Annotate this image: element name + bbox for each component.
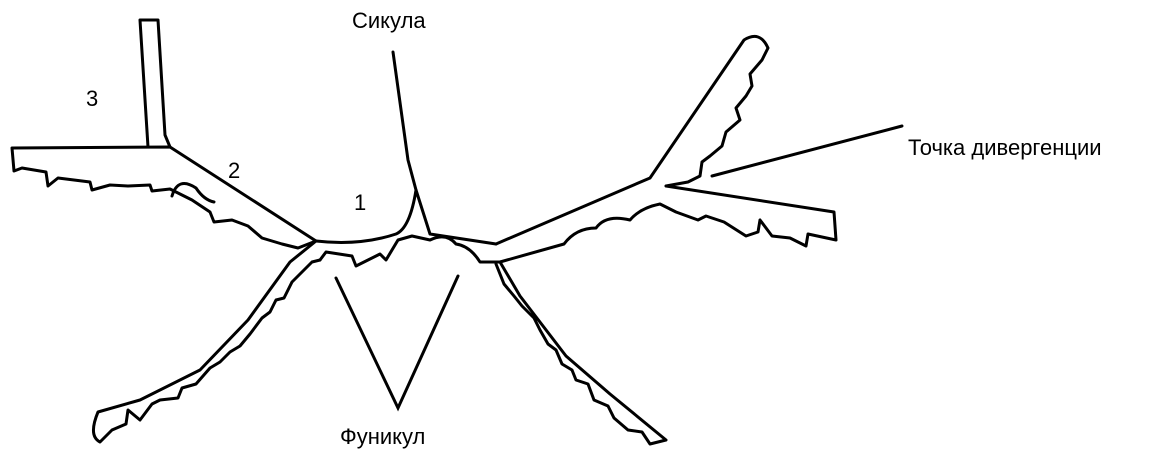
order-3-label: 3 [86, 88, 98, 110]
sicula-line [393, 52, 416, 190]
stipe-lower-left [93, 241, 320, 442]
stipe-right [500, 186, 836, 262]
stipe-upper-right [496, 36, 768, 244]
funiculus-label: Фуникул [340, 426, 425, 448]
funiculus-pointer [336, 276, 458, 408]
order-1-label: 1 [354, 192, 366, 214]
stipe-vertical [140, 20, 170, 147]
order-2-label: 2 [228, 160, 240, 182]
divergence-pointer [712, 126, 902, 176]
stipe-upper-left [12, 147, 316, 248]
central-curve [316, 190, 496, 244]
sicula-label: Сикула [352, 10, 426, 32]
divergence-point-label: Точка дивергенции [908, 137, 1102, 159]
stipe-lower-right [496, 262, 666, 444]
